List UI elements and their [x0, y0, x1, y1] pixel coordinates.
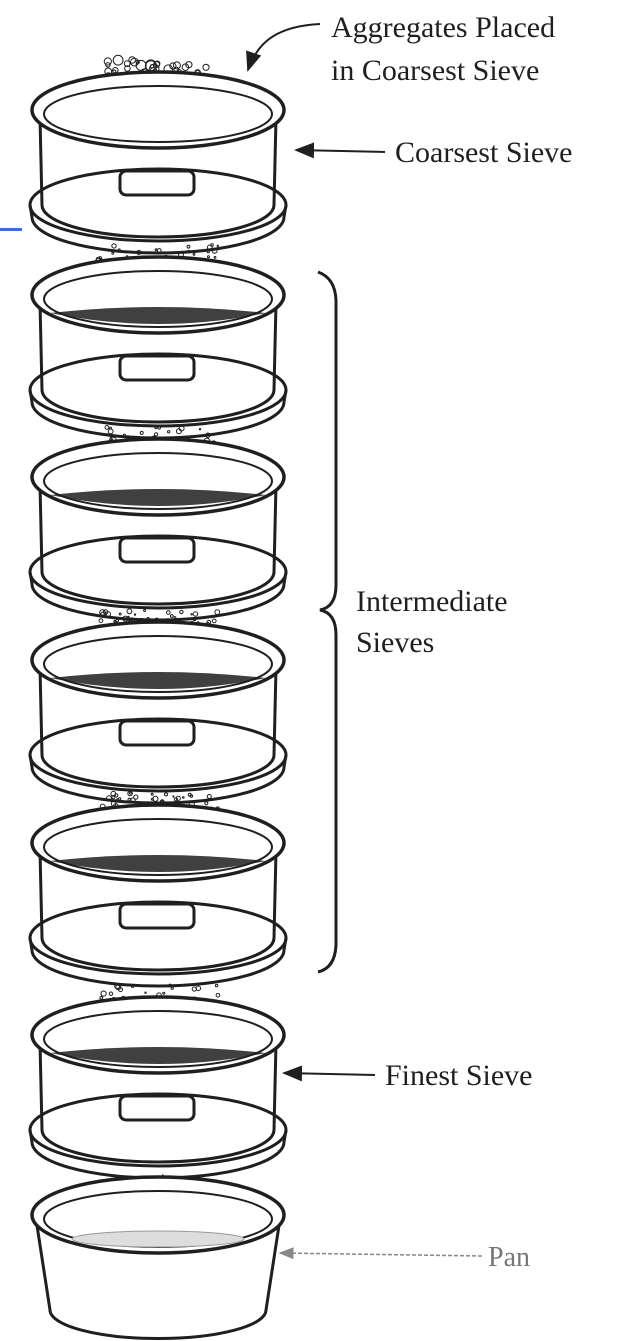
- sieve-6: [30, 997, 286, 1178]
- particle: [183, 797, 185, 799]
- particle: [208, 256, 210, 258]
- coarsest-sieve-arrow: [296, 150, 385, 152]
- coarsest-sieve-label: Coarsest Sieve: [395, 136, 572, 169]
- sieve-handle-slot: [120, 1096, 194, 1120]
- particle: [215, 984, 217, 986]
- particle: [145, 992, 146, 993]
- particle: [134, 795, 138, 799]
- sieve-4: [30, 622, 286, 803]
- particle: [174, 617, 176, 619]
- particle: [216, 994, 220, 998]
- sieve-2: [30, 257, 286, 438]
- particle: [108, 429, 113, 434]
- particle: [215, 610, 220, 615]
- particle: [115, 794, 118, 797]
- finest-sieve-label: Finest Sieve: [385, 1059, 533, 1092]
- sieve-top-rim: [32, 72, 284, 148]
- particle: [134, 614, 135, 615]
- particle: [165, 793, 168, 796]
- particle: [118, 798, 120, 800]
- intermediate-label-line1: Intermediate: [356, 585, 508, 618]
- particle: [193, 612, 197, 616]
- particle: [203, 64, 209, 70]
- particle: [112, 244, 116, 248]
- particle: [173, 796, 174, 797]
- intermediate-brace: [318, 272, 336, 972]
- aggregates-label-line2: in Coarsest Sieve: [331, 54, 539, 87]
- particle: [187, 245, 190, 248]
- particle: [188, 793, 191, 796]
- particle: [100, 996, 103, 999]
- particle: [191, 614, 192, 615]
- particle: [128, 616, 129, 617]
- particle: [199, 429, 200, 430]
- particle: [180, 610, 183, 613]
- particle: [155, 433, 158, 436]
- particle: [155, 249, 157, 251]
- particle: [144, 610, 146, 612]
- particle: [140, 431, 143, 434]
- particle: [113, 55, 123, 65]
- particle: [207, 795, 211, 799]
- sieve-stack: [30, 72, 286, 1339]
- pan-label: Pan: [488, 1242, 530, 1273]
- particle: [163, 992, 165, 994]
- finest-sieve-arrow: [284, 1073, 375, 1075]
- particle: [127, 609, 132, 614]
- particle: [193, 254, 195, 256]
- aggregates-label-line1: Aggregates Placed: [331, 11, 555, 44]
- sieve-handle-slot: [120, 904, 194, 928]
- sieve-5: [30, 805, 286, 986]
- particle: [129, 57, 136, 64]
- particle: [112, 252, 114, 254]
- intermediate-label-line2: Sieves: [356, 626, 434, 659]
- particle: [151, 793, 153, 795]
- particle: [114, 621, 116, 623]
- particle: [109, 992, 112, 995]
- pan: [32, 1177, 284, 1339]
- particle: [105, 426, 109, 430]
- particle: [214, 257, 216, 259]
- sieve-handle-slot: [120, 538, 194, 562]
- aggregates-pointer-arrow: [248, 24, 320, 70]
- pan-fines: [72, 1231, 244, 1247]
- particle: [99, 619, 103, 623]
- sieve-handle-slot: [120, 171, 194, 195]
- particle: [101, 991, 106, 996]
- particle: [171, 987, 173, 989]
- particle: [212, 619, 216, 623]
- particle: [167, 611, 171, 615]
- particle: [217, 245, 218, 246]
- particle: [119, 613, 121, 615]
- particle: [170, 615, 173, 618]
- particle: [168, 431, 170, 433]
- sieve-handle-slot: [120, 356, 194, 380]
- sieve-3: [30, 439, 286, 620]
- particle: [129, 792, 131, 794]
- sieve-1: [30, 72, 286, 253]
- particle: [205, 802, 208, 805]
- pan-arrow: [280, 1253, 482, 1256]
- sieve-handle-slot: [120, 721, 194, 745]
